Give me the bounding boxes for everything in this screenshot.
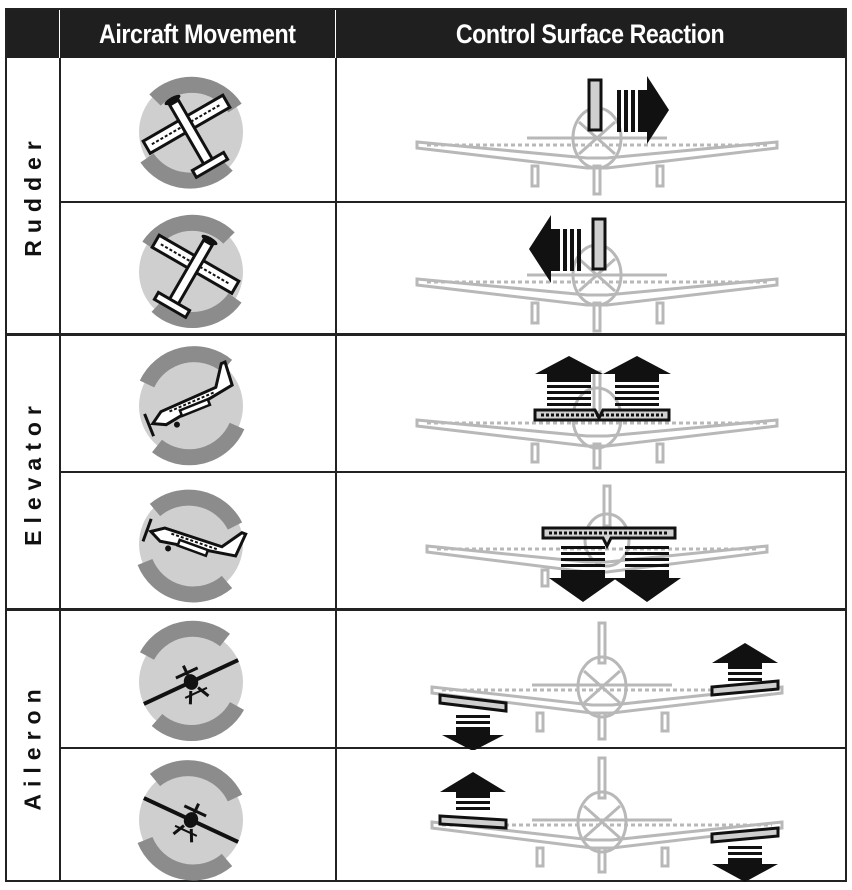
aileron-surface: [710, 679, 780, 697]
header-control-surface-reaction: Control Surface Reaction: [336, 10, 845, 58]
reaction-rudder-left: [407, 205, 787, 335]
reaction-rudder-right: [407, 62, 787, 198]
divider: [59, 471, 845, 473]
reaction-elevator-up: [407, 342, 787, 470]
reaction-aileron-left: [412, 752, 797, 882]
direction-arrow-icon: [442, 643, 778, 750]
control-surface-table: Aircraft Movement Control Surface Reacti…: [5, 8, 847, 882]
direction-arrow-icon: [529, 215, 581, 283]
reaction-elevator-down: [407, 480, 787, 608]
aircraft-front-view-icon: [415, 106, 779, 196]
group-label-rudder: Rudder: [19, 134, 46, 257]
divider: [59, 201, 845, 203]
aircraft-roll-right-icon: [127, 620, 257, 745]
direction-arrow-icon: [440, 772, 778, 882]
aileron-surface: [438, 693, 508, 713]
direction-arrow-icon: [549, 546, 681, 602]
group-label-elevator: Elevator: [19, 398, 46, 546]
divider: [7, 333, 845, 336]
divider: [335, 58, 337, 882]
divider: [7, 608, 845, 611]
reaction-aileron-right: [412, 615, 797, 750]
elevator-surface: [541, 526, 677, 550]
aircraft-pitch-down-icon: [127, 482, 257, 607]
aileron-surface: [710, 826, 780, 844]
divider: [59, 58, 61, 882]
aircraft-pitch-up-icon: [127, 344, 257, 469]
header-aircraft-movement: Aircraft Movement: [60, 10, 335, 58]
header-corner: [7, 10, 59, 58]
aircraft-yaw-left-icon: [127, 210, 257, 335]
rudder-surface: [587, 78, 603, 132]
direction-arrow-icon: [617, 76, 669, 144]
aircraft-roll-left-icon: [127, 758, 257, 883]
direction-arrow-icon: [535, 356, 671, 406]
aircraft-yaw-right-icon: [127, 70, 257, 195]
group-label-aileron: Aileron: [19, 681, 46, 811]
divider: [59, 747, 845, 749]
aileron-surface: [438, 814, 508, 830]
